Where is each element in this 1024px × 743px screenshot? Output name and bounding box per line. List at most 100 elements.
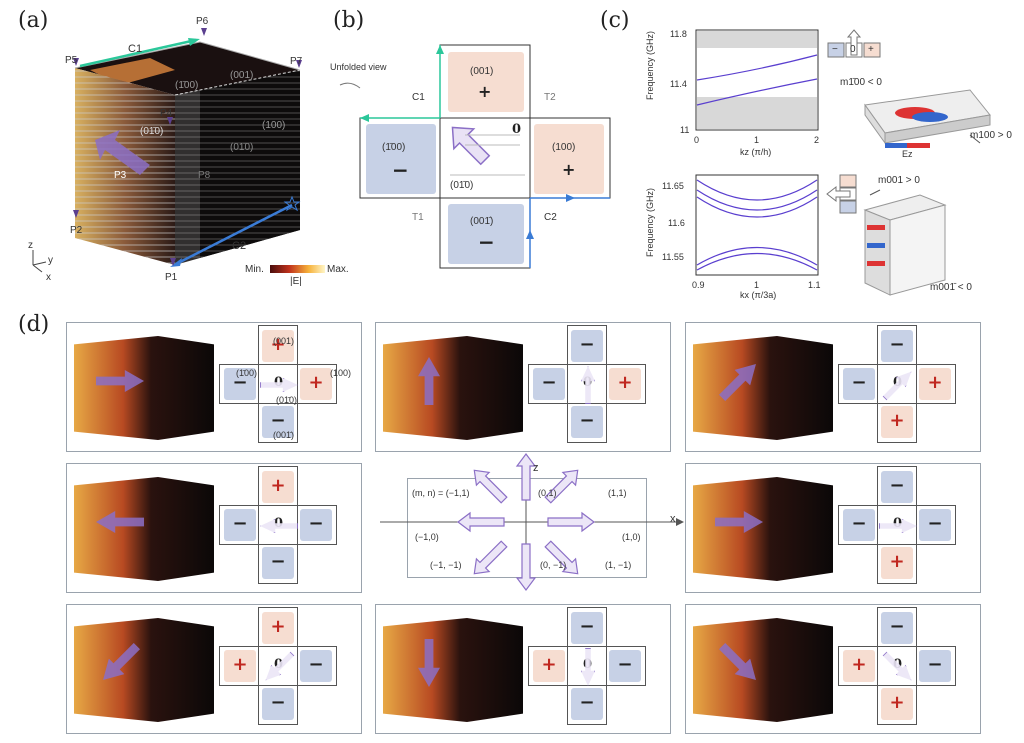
- cross-tile-right: −: [919, 650, 951, 682]
- bottom-xtick-2: 1: [754, 280, 760, 290]
- panel-c: Frequency (GHz) 11.8 11.4 11 0 1 2 kz (π…: [640, 25, 1024, 300]
- center-face-label: (01̄0): [450, 180, 474, 191]
- cross-frame: [258, 607, 298, 725]
- cross-frame: [528, 646, 646, 686]
- curve-c1: [79, 38, 197, 68]
- cross-frame: [219, 646, 337, 686]
- cross-tile-right: +: [300, 368, 332, 400]
- cross-sign-left: −: [851, 513, 867, 534]
- cross-sign-left: +: [541, 654, 557, 675]
- cube-thumbnail: [693, 477, 833, 581]
- compass-arrow: [457, 511, 505, 533]
- cube-thumbnail: [383, 336, 523, 440]
- center-value: 0: [512, 122, 522, 137]
- cross-sign-bottom: −: [270, 692, 286, 713]
- cross-frame: [567, 607, 607, 725]
- curve-c2: [179, 203, 293, 264]
- cross-frame: [838, 364, 956, 404]
- cross-sign-left: −: [541, 372, 557, 393]
- cross-tile-left: −: [533, 368, 565, 400]
- cross-frame: [838, 646, 956, 686]
- compass-arrow: [473, 469, 508, 504]
- cross-tile-top: +: [262, 612, 294, 644]
- cross-sign-right: −: [617, 654, 633, 675]
- cross-tile-top: +: [262, 330, 294, 362]
- face-01bar0-label-b: (01̄0): [230, 142, 254, 153]
- tile-top-label: (001): [470, 66, 494, 77]
- top-chart-ylabel: Frequency (GHz): [645, 30, 655, 100]
- top-ytick-1: 11.8: [670, 29, 687, 39]
- cross-sign-bottom: +: [889, 551, 905, 572]
- top-ytick-3: 11: [680, 125, 690, 135]
- cross-sign-top: −: [889, 334, 905, 355]
- axis-x-label: x: [46, 272, 51, 283]
- point-p4: P4: [160, 108, 173, 119]
- tile-bottom-label: (001̄): [470, 216, 494, 227]
- cross-frame: [877, 466, 917, 584]
- cross-tile-left: +: [533, 650, 565, 682]
- cube-thumbnail: [693, 618, 833, 722]
- cross-tile-bottom: +: [881, 547, 913, 579]
- face-01bar0-label-a: (01̄0): [140, 126, 164, 137]
- unfolded-view-caption: Unfolded view: [330, 62, 387, 72]
- cross-sign-right: −: [308, 513, 324, 534]
- cross-tile-right: −: [300, 509, 332, 541]
- cross-frame: [877, 325, 917, 443]
- marker-t2: T2: [544, 92, 556, 103]
- cross-frame: [567, 325, 607, 443]
- polarization-arrow: [95, 130, 150, 175]
- cross-tile-bottom: −: [262, 406, 294, 438]
- bottom-xtick-1: 0.9: [692, 280, 705, 290]
- marker-t1: T1: [412, 212, 424, 223]
- tile-right: (100) +: [534, 124, 604, 194]
- cross-tile-left: +: [224, 650, 256, 682]
- cross-sign-left: +: [232, 654, 248, 675]
- cube-thumbnail: [693, 336, 833, 440]
- compass-arrow: [515, 453, 537, 501]
- zero-symbol: 0: [850, 44, 856, 55]
- plus-symbol: +: [868, 44, 874, 55]
- d-label-100: (100): [330, 368, 352, 378]
- cross-tile-top: −: [571, 612, 603, 644]
- top-chart-xlabel: kz (π/h): [740, 147, 772, 157]
- cross-tile-top: −: [881, 471, 913, 503]
- cross-tile-top: −: [881, 330, 913, 362]
- label-m1bar00: m1̄00 < 0: [840, 77, 882, 88]
- cross-tile-bottom: −: [571, 688, 603, 720]
- d-label-001bar: (001̄): [273, 430, 295, 440]
- label-m001: m001 > 0: [878, 175, 920, 186]
- tile-right-label: (100): [552, 142, 576, 153]
- cross-tile-top: −: [571, 330, 603, 362]
- cross-sign-left: +: [851, 654, 867, 675]
- panel-label-d: (d): [18, 312, 50, 337]
- face-100-label: (100): [262, 120, 286, 131]
- cross-tile-bottom: +: [881, 406, 913, 438]
- compass-label-neg10: (−1,0): [415, 532, 439, 542]
- d-label-1bar00: (1̄00): [236, 368, 258, 378]
- cube-figure: [32, 28, 325, 273]
- cross-sign-top: +: [270, 475, 286, 496]
- bottom-ytick-3: 11.55: [662, 252, 684, 262]
- cross-sign-bottom: −: [579, 410, 595, 431]
- curve-c2-label: C2: [232, 240, 247, 252]
- compass-label-1neg1: (1, −1): [605, 560, 632, 570]
- cross-sign-right: −: [927, 513, 943, 534]
- panel-label-c: (c): [600, 8, 630, 33]
- minus-symbol: −: [832, 44, 838, 55]
- top-ytick-2: 11.4: [670, 79, 687, 89]
- axis-y-label: y: [48, 255, 53, 266]
- cross-sign-top: +: [270, 616, 286, 637]
- cube-thumbnail: [74, 336, 214, 440]
- point-p3: P3: [114, 170, 127, 181]
- cube-thumbnail: [74, 618, 214, 722]
- tile-right-sign: +: [562, 160, 576, 179]
- top-xtick-3: 2: [814, 135, 820, 145]
- point-p7: P7: [290, 56, 303, 67]
- cross-sign-top: −: [889, 475, 905, 496]
- compass-label-neg1neg1: (−1, −1): [430, 560, 462, 570]
- curve-c1-label: C1: [128, 43, 143, 55]
- point-p5: P5: [65, 55, 78, 66]
- cross-frame: [258, 325, 298, 443]
- unfolded-diagram: [339, 44, 611, 269]
- cross-frame: [877, 607, 917, 725]
